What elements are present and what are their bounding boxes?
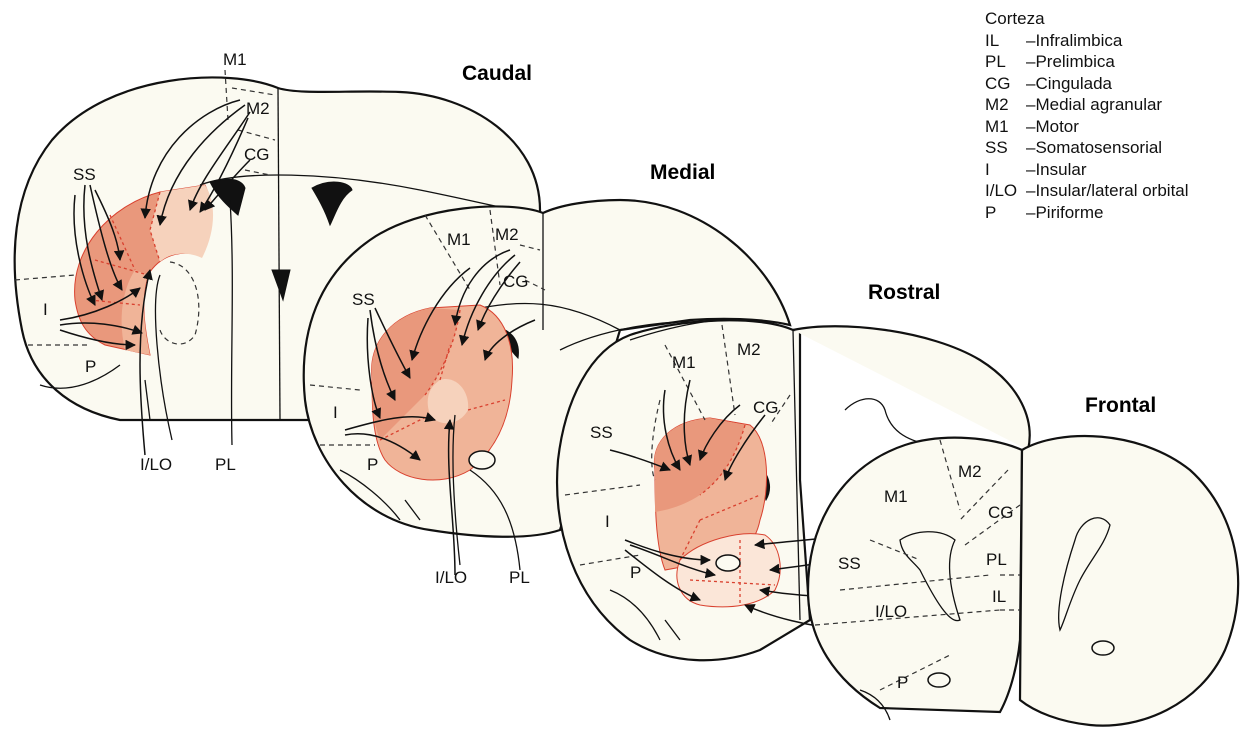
caudal-label-m1: M1 <box>223 50 247 69</box>
legend-name: –Motor <box>1026 117 1079 136</box>
legend-name: –Insular <box>1026 160 1086 179</box>
rostral-brain-right-hemisphere <box>793 326 1030 450</box>
frontal-label-p: P <box>897 673 908 692</box>
caudal-label-p: P <box>85 357 96 376</box>
caudal-label-cg: CG <box>244 145 270 164</box>
medial-label-m1: M1 <box>447 230 471 249</box>
rostral-label-p: P <box>630 563 641 582</box>
rostral-label-m2: M2 <box>737 340 761 359</box>
legend-abbr: SS <box>985 137 1026 159</box>
medial-label-cg: CG <box>503 272 529 291</box>
caudal-striatum-medial <box>150 185 213 262</box>
frontal-brain-left <box>808 438 1022 712</box>
legend-name: –Piriforme <box>1026 203 1103 222</box>
legend-name: –Infralimbica <box>1026 31 1122 50</box>
frontal-brain-right <box>1020 436 1238 726</box>
caudal-label-ilo: I/LO <box>140 455 172 474</box>
frontal-title: Frontal <box>1085 394 1156 417</box>
medial-label-m2: M2 <box>495 225 519 244</box>
rostral-label-i: I <box>605 512 610 531</box>
frontal-label-pl: PL <box>986 550 1007 569</box>
frontal-label-m2: M2 <box>958 462 982 481</box>
legend-item: I–Insular <box>985 159 1189 181</box>
frontal-label-m1: M1 <box>884 487 908 506</box>
caudal-title: Caudal <box>462 62 532 85</box>
legend-abbr: M2 <box>985 94 1026 116</box>
legend-abbr: CG <box>985 73 1026 95</box>
legend-item: IL–Infralimbica <box>985 30 1189 52</box>
legend-abbr: PL <box>985 51 1026 73</box>
legend-name: –Cingulada <box>1026 74 1112 93</box>
medial-anterior-commissure <box>469 451 495 469</box>
medial-label-p: P <box>367 455 378 474</box>
rostral-anterior-commissure <box>716 555 740 571</box>
legend-abbr: IL <box>985 30 1026 52</box>
medial-label-ilo: I/LO <box>435 568 467 587</box>
medial-title: Medial <box>650 161 715 184</box>
legend-item: M1–Motor <box>985 116 1189 138</box>
rostral-label-ss: SS <box>590 423 613 442</box>
frontal-label-cg: CG <box>988 503 1014 522</box>
legend-name: –Insular/lateral orbital <box>1026 181 1189 200</box>
frontal-label-il: IL <box>992 587 1006 606</box>
rostral-label-m1: M1 <box>672 353 696 372</box>
frontal-section <box>808 436 1238 726</box>
legend-title: Corteza <box>985 8 1189 30</box>
frontal-label-ilo: I/LO <box>875 602 907 621</box>
legend-item: I/LO–Insular/lateral orbital <box>985 180 1189 202</box>
caudal-label-i: I <box>43 300 48 319</box>
legend-name: –Medial agranular <box>1026 95 1162 114</box>
caudal-label-ss: SS <box>73 165 96 184</box>
legend-item: CG–Cingulada <box>985 73 1189 95</box>
medial-label-pl: PL <box>509 568 530 587</box>
legend-name: –Prelimbica <box>1026 52 1115 71</box>
legend-item: PL–Prelimbica <box>985 51 1189 73</box>
medial-label-i: I <box>333 403 338 422</box>
frontal-label-ss: SS <box>838 554 861 573</box>
medial-label-ss: SS <box>352 290 375 309</box>
legend-abbr: M1 <box>985 116 1026 138</box>
legend-name: –Somatosensorial <box>1026 138 1162 157</box>
rostral-title: Rostral <box>868 281 940 304</box>
legend-abbr: P <box>985 202 1026 224</box>
caudal-label-m2: M2 <box>246 99 270 118</box>
legend: Corteza IL–Infralimbica PL–Prelimbica CG… <box>985 8 1189 223</box>
legend-abbr: I/LO <box>985 180 1026 202</box>
legend-abbr: I <box>985 159 1026 181</box>
legend-item: P–Piriforme <box>985 202 1189 224</box>
legend-item: M2–Medial agranular <box>985 94 1189 116</box>
rostral-label-cg: CG <box>753 398 779 417</box>
legend-item: SS–Somatosensorial <box>985 137 1189 159</box>
caudal-label-pl: PL <box>215 455 236 474</box>
